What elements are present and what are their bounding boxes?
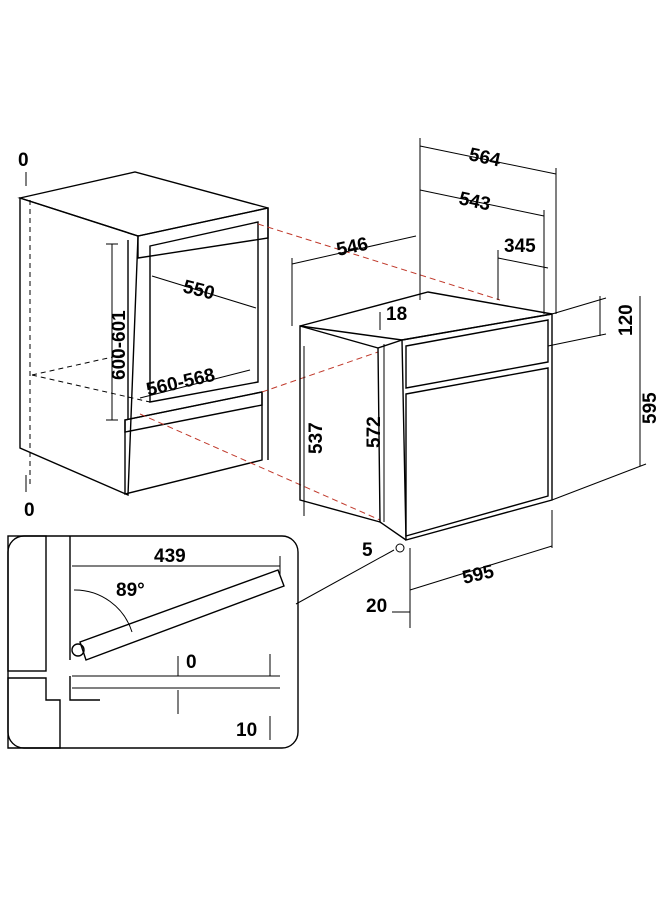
cabinet-cavity [149, 221, 259, 403]
oven-front-offset-label: 20 [366, 596, 387, 617]
oven-foot-marker [395, 543, 405, 553]
inset-gap-ten-label: 10 [236, 720, 257, 741]
dim-345-line [497, 257, 549, 269]
cab-height-label: 600-601 [109, 310, 130, 380]
guide-line-mid [261, 351, 379, 393]
dim-120-ext-top [551, 297, 607, 315]
guide-line-bottom [139, 413, 381, 521]
oven-panel-height-label: 120 [616, 304, 637, 336]
cab-width-label: 550 [181, 276, 217, 304]
inset-cabinet-wall [7, 535, 47, 672]
cabinet-hidden-back [31, 353, 127, 376]
oven-front-height-label: 572 [364, 416, 385, 448]
inset-door-angle-label: 89° [116, 580, 145, 601]
oven-width-label: 595 [460, 561, 496, 589]
inset-angle-arc [73, 589, 133, 633]
cab-top-zero-label: 0 [18, 150, 29, 171]
oven-door [405, 367, 549, 537]
inset-leader-line [295, 549, 395, 605]
cabinet-dimensions: 0 0 600-601 550 560-568 [18, 150, 257, 521]
cab-width-line [151, 275, 257, 309]
inset-open-door [79, 569, 285, 661]
oven [299, 291, 553, 541]
oven-top [299, 291, 553, 341]
door-detail-inset: 439 89° 0 10 [7, 535, 299, 749]
cabinet-left-face [19, 197, 139, 497]
oven-bottom-edge [379, 521, 407, 541]
cabinet [17, 171, 269, 497]
dim-546-line [291, 235, 417, 265]
oven-top-front-edge [377, 339, 403, 349]
oven-depth-345-label: 345 [504, 236, 536, 257]
cabinet-front-panel [137, 207, 269, 259]
oven-top-offset-label: 18 [386, 304, 407, 325]
cab-bottom-zero-label: 0 [24, 500, 35, 521]
inset-cabinet-floor [7, 677, 61, 749]
inset-door-hinge [71, 643, 85, 657]
oven-side-height-label: 537 [306, 422, 327, 454]
inset-door-width-label: 439 [154, 546, 186, 567]
oven-depth-546-label: 546 [335, 234, 370, 261]
inset-seal-profile [69, 676, 100, 701]
oven-bottom-offset-label: 5 [362, 540, 373, 561]
guide-line-top [257, 223, 501, 301]
inset-frame [7, 535, 299, 749]
oven-control-panel [405, 319, 549, 389]
inset-gap-zero-label: 0 [186, 652, 197, 673]
dim-120-ext-bottom [547, 333, 607, 347]
dim-543-line [419, 189, 545, 217]
oven-total-depth-label: 564 [467, 144, 503, 171]
cabinet-hidden-floor [31, 374, 151, 403]
oven-dimensions: 564 543 546 345 18 120 595 537 572 5 595… [291, 138, 660, 628]
cabinet-plinth [124, 391, 263, 433]
oven-front-frame [401, 313, 553, 541]
oven-depth-543-label: 543 [457, 188, 492, 215]
cab-depth-line [139, 369, 251, 399]
dim-595w-line [409, 545, 553, 591]
cabinet-base [124, 391, 263, 495]
cab-depth-label: 560-568 [144, 365, 217, 401]
dim-595h-ext-bottom [551, 463, 647, 501]
oven-total-height-label: 595 [640, 392, 660, 424]
dim-564-line [419, 145, 557, 175]
cabinet-top [17, 171, 269, 237]
guide-lines [139, 223, 501, 521]
